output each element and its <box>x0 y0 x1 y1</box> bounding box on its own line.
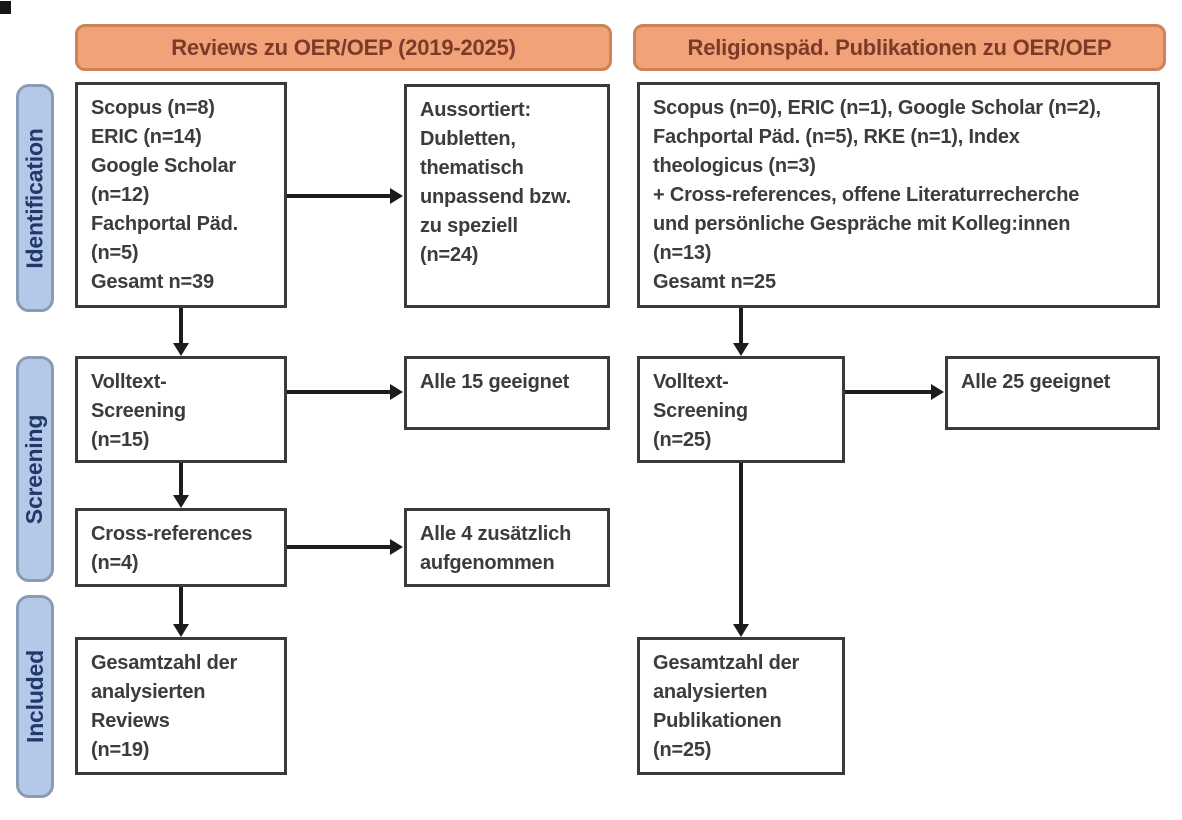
arrow-sources-to-aussortiert <box>287 188 403 204</box>
arrow-sources-to-volltext25 <box>733 308 749 356</box>
box-text-line: + Cross-references, offene Literaturrech… <box>653 184 1080 206</box>
stage-screening-label: Screening <box>21 414 48 524</box>
box-text-line: (n=13) <box>653 242 712 264</box>
arrow-volltext25-to-gesamt-publikationen <box>733 463 749 637</box>
arrow-crossref-to-gesamt-reviews <box>173 587 189 637</box>
box-text-line: (n=12) <box>91 184 150 206</box>
box-text-line: Screening <box>653 400 748 422</box>
arrow-volltext25-to-alle25 <box>845 384 944 400</box>
box-text-line: Aussortiert: <box>420 99 531 121</box>
box-gesamtzahl-reviews: Gesamtzahl der analysierten Reviews (n=1… <box>75 637 287 775</box>
box-text-line: Screening <box>91 400 186 422</box>
stage-identification: Identification <box>16 84 54 312</box>
box-text-line: ERIC (n=14) <box>91 126 202 148</box>
box-text-line: Volltext- <box>653 371 729 393</box>
box-text-line: (n=24) <box>420 244 479 266</box>
box-text-line: theologicus (n=3) <box>653 155 816 177</box>
box-cross-references: Cross-references (n=4) <box>75 508 287 587</box>
box-text-line: (n=15) <box>91 429 150 451</box>
box-text-line: Cross-references <box>91 523 253 545</box>
arrow-volltext15-to-crossref <box>173 463 189 508</box>
arrow-sources-to-volltext15 <box>173 308 189 356</box>
box-aussortiert: Aussortiert: Dubletten, thematisch unpas… <box>404 84 610 308</box>
header-religionspaed: Religionspäd. Publikationen zu OER/OEP <box>633 24 1166 71</box>
arrow-volltext15-to-alle15 <box>287 384 403 400</box>
box-text-line: Reviews <box>91 710 170 732</box>
box-text-line: Gesamtzahl der <box>91 652 238 674</box>
box-sources-religionspaed: Scopus (n=0), ERIC (n=1), Google Scholar… <box>637 82 1160 308</box>
box-text-line: Alle 15 geeignet <box>420 371 570 393</box>
box-volltext-screening-relpaed: Volltext- Screening (n=25) <box>637 356 845 463</box>
box-text-line: Fachportal Päd. <box>91 213 239 235</box>
box-text-line: Scopus (n=0), ERIC (n=1), Google Scholar… <box>653 97 1101 119</box>
box-text-line: Alle 4 zusätzlich <box>420 523 572 545</box>
box-text-line: Dubletten, <box>420 128 516 150</box>
box-text-line: und persönliche Gespräche mit Kolleg:inn… <box>653 213 1071 235</box>
box-alle-4-aufgenommen: Alle 4 zusätzlich aufgenommen <box>404 508 610 587</box>
header-reviews: Reviews zu OER/OEP (2019-2025) <box>75 24 612 71</box>
box-text-line: Alle 25 geeignet <box>961 371 1111 393</box>
box-text-line: Gesamtzahl der <box>653 652 800 674</box>
arrow-crossref-to-alle4 <box>287 539 403 555</box>
box-sources-reviews: Scopus (n=8) ERIC (n=14) Google Scholar … <box>75 82 287 308</box>
box-text-line: aufgenommen <box>420 552 555 574</box>
box-text-line: analysierten <box>653 681 768 703</box>
box-text-line: Gesamt n=39 <box>91 271 214 293</box>
box-gesamtzahl-publikationen: Gesamtzahl der analysierten Publikatione… <box>637 637 845 775</box>
box-text-line: Scopus (n=8) <box>91 97 215 119</box>
box-text-line: Publikationen <box>653 710 782 732</box>
box-text-line: (n=19) <box>91 739 150 761</box>
stage-included-label: Included <box>21 650 48 743</box>
stage-identification-label: Identification <box>21 127 48 269</box>
box-text-line: zu speziell <box>420 215 518 237</box>
box-text-line: Google Scholar <box>91 155 237 177</box>
box-text-line: thematisch <box>420 157 524 179</box>
box-text-line: Volltext- <box>91 371 167 393</box>
box-text-line: analysierten <box>91 681 206 703</box>
box-text-line: (n=4) <box>91 552 139 574</box>
corner-artifact <box>0 1 11 14</box>
box-text-line: Gesamt n=25 <box>653 271 776 293</box>
box-alle-15-geeignet: Alle 15 geeignet <box>404 356 610 430</box>
box-text-line: unpassend bzw. <box>420 186 571 208</box>
box-text-line: (n=25) <box>653 429 712 451</box>
box-alle-25-geeignet: Alle 25 geeignet <box>945 356 1160 430</box>
box-volltext-screening-reviews: Volltext- Screening (n=15) <box>75 356 287 463</box>
box-text-line: Fachportal Päd. (n=5), RKE (n=1), Index <box>653 126 1020 148</box>
box-text-line: (n=5) <box>91 242 139 264</box>
stage-screening: Screening <box>16 356 54 582</box>
box-text-line: (n=25) <box>653 739 712 761</box>
stage-included: Included <box>16 595 54 798</box>
